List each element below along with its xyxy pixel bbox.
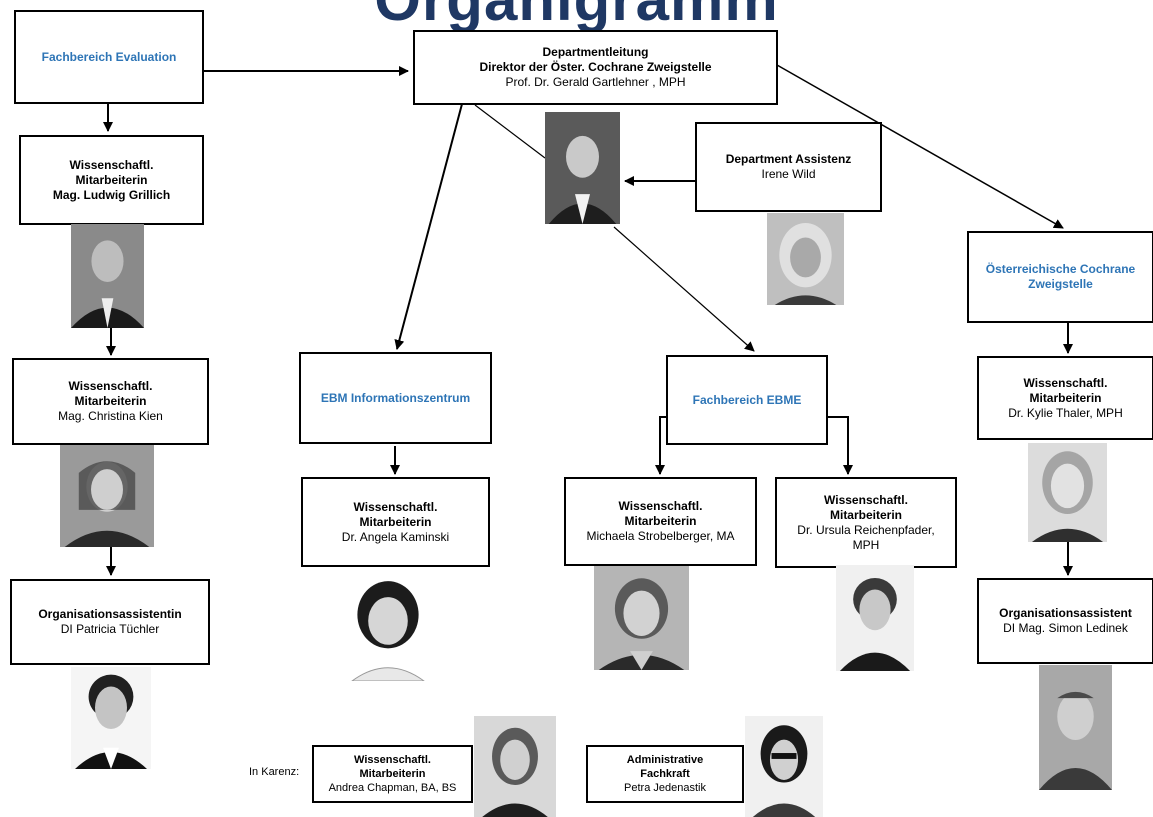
role-label: Mitarbeiterin (75, 172, 148, 187)
role-label: Mitarbeiterin (359, 514, 432, 529)
person-name: Dr. Kylie Thaler, MPH (1008, 405, 1123, 420)
box-ebm-informationszentrum: EBM Informationszentrum (299, 352, 492, 444)
page-title: Organigramm (0, 0, 1153, 30)
photo-kien (60, 445, 154, 547)
role-label: Mitarbeiterin (359, 768, 426, 780)
box-kien: Wissenschaftl. Mitarbeiterin Mag. Christ… (12, 358, 209, 445)
person-name: Irene Wild (761, 167, 816, 181)
role-label: Wissenschaftl. (353, 499, 438, 514)
role-label: Administrative (626, 754, 704, 766)
photo-strobelberger (594, 566, 689, 670)
box-departmentleitung: Departmentleitung Direktor der Öster. Co… (413, 30, 778, 105)
box-cochrane-zweigstelle: Österreichische Cochrane Zweigstelle (967, 231, 1153, 323)
role-label: Mitarbeiterin (624, 514, 697, 528)
role-label: Fachkraft (640, 768, 690, 780)
role-label: Mitarbeiterin (829, 507, 902, 522)
person-name: Dr. Ursula Reichenpfader, (797, 522, 935, 537)
person-name: Prof. Dr. Gerald Gartlehner , MPH (505, 75, 686, 89)
photo-reichenpfader (836, 565, 914, 671)
box-kaminski: Wissenschaftl. Mitarbeiterin Dr. Angela … (301, 477, 490, 567)
person-name: Michaela Strobelberger, MA (586, 529, 735, 543)
person-name: Dr. Angela Kaminski (341, 529, 450, 544)
arrow-ebme-to-strobelberger (655, 416, 668, 475)
role-label: Mitarbeiterin (74, 394, 147, 408)
person-name: Mag. Christina Kien (58, 409, 163, 423)
role-label: Organisationsassistentin (38, 607, 182, 621)
unit-title: Fachbereich EBME (692, 392, 802, 407)
role-label: Wissenschaftl. (824, 492, 908, 507)
box-title: Departmentleitung (542, 45, 649, 59)
box-fachbereich-ebme: Fachbereich EBME (666, 355, 828, 445)
person-name: DI Mag. Simon Ledinek (1003, 621, 1128, 635)
box-reichenpfader: Wissenschaftl. Mitarbeiterin Dr. Ursula … (775, 477, 957, 568)
box-department-assistenz: Department Assistenz Irene Wild (695, 122, 882, 212)
box-strobelberger: Wissenschaftl. Mitarbeiterin Michaela St… (564, 477, 757, 566)
photo-tuechler (71, 667, 151, 769)
person-name: MPH (852, 537, 880, 552)
box-ledinek: Organisationsassistent DI Mag. Simon Led… (977, 578, 1153, 664)
unit-title: Österreichische Cochrane Zweigstelle (985, 262, 1136, 291)
box-thaler: Wissenschaftl. Mitarbeiterin Dr. Kylie T… (977, 356, 1153, 440)
arrow-photo-to-ebme (613, 226, 755, 352)
arrow-leitung-to-cochrane (776, 64, 1064, 229)
role-label: Wissenschaftl. (68, 379, 153, 393)
box-subtitle: Direktor der Öster. Cochrane Zweigstelle (479, 60, 712, 74)
photo-thaler (1028, 443, 1107, 542)
photo-wild (767, 213, 844, 305)
role-label: Department Assistenz (725, 152, 852, 166)
person-name: Petra Jedenastik (624, 782, 706, 794)
arrow-ebme-to-reichenpfader (828, 416, 853, 475)
role-label: Wissenschaftl. (354, 754, 431, 766)
role-label: Mitarbeiterin (1029, 390, 1102, 405)
person-name: Andrea Chapman, BA, BS (328, 782, 457, 794)
arrow-leitung-to-photo (474, 104, 546, 159)
photo-grillich (71, 224, 144, 328)
unit-title: EBM Informationszentrum (320, 390, 471, 405)
box-fachbereich-evaluation: Fachbereich Evaluation (14, 10, 204, 104)
photo-ledinek (1039, 665, 1112, 790)
photo-gartlehner (545, 112, 620, 224)
unit-title: Fachbereich Evaluation (41, 49, 177, 64)
box-jedenastik: Administrative Fachkraft Petra Jedenasti… (586, 745, 744, 803)
arrow-leitung-to-ebm-info (394, 103, 463, 350)
photo-kaminski (343, 575, 433, 681)
role-label: Wissenschaftl. (69, 157, 154, 172)
box-chapman: Wissenschaftl. Mitarbeiterin Andrea Chap… (312, 745, 473, 803)
photo-jedenastik (745, 716, 823, 817)
karenz-label: In Karenz: (249, 766, 300, 778)
role-label: Organisationsassistent (999, 606, 1132, 620)
box-tuechler: Organisationsassistentin DI Patricia Tüc… (10, 579, 210, 665)
person-name: DI Patricia Tüchler (60, 622, 160, 636)
photo-chapman (474, 716, 556, 817)
role-label: Wissenschaftl. (1023, 375, 1108, 390)
person-name: Mag. Ludwig Grillich (52, 187, 171, 202)
box-grillich: Wissenschaftl. Mitarbeiterin Mag. Ludwig… (19, 135, 204, 225)
role-label: Wissenschaftl. (618, 499, 703, 513)
